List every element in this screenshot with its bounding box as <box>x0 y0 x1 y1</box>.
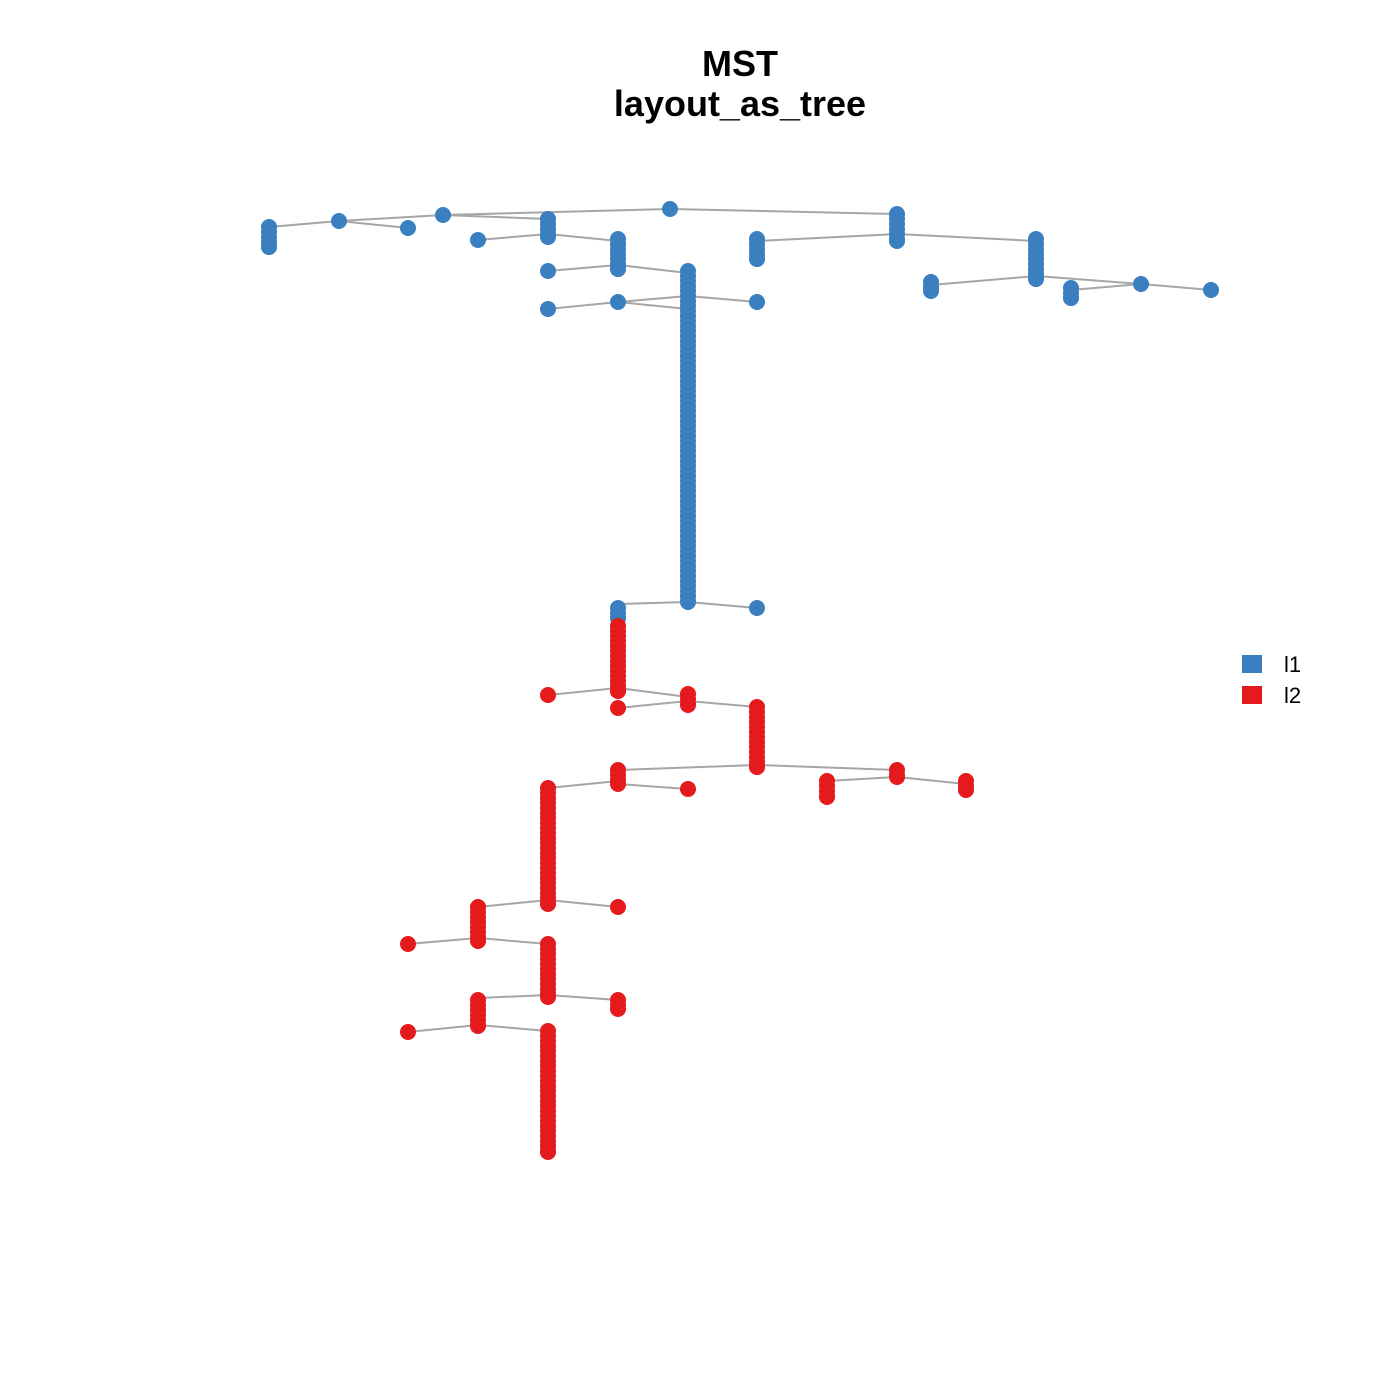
tree-edge <box>477 1024 549 1032</box>
node-l1 <box>400 220 416 236</box>
node-l2 <box>610 700 626 716</box>
node-l2 <box>889 769 905 785</box>
plot-title-line-1: MST <box>702 43 778 84</box>
tree-edge <box>930 275 1037 286</box>
tree-edge <box>617 601 689 605</box>
node-l2 <box>610 1001 626 1017</box>
tree-edge <box>338 220 409 229</box>
node-l1 <box>610 294 626 310</box>
node-l2 <box>540 989 556 1005</box>
node-l2 <box>958 782 974 798</box>
node-l1 <box>610 261 626 277</box>
tree-edge <box>687 295 758 303</box>
tree-edge <box>617 764 758 771</box>
tree-edge <box>617 783 689 790</box>
node-l1 <box>470 232 486 248</box>
tree-edges <box>268 208 1212 1033</box>
node-l1 <box>331 213 347 229</box>
tree-edge <box>687 700 758 708</box>
tree-nodes <box>261 201 1219 1160</box>
tree-edge <box>338 214 444 222</box>
node-l1 <box>540 229 556 245</box>
tree-edge <box>547 233 619 242</box>
node-l2 <box>400 1024 416 1040</box>
tree-edge <box>547 687 619 696</box>
tree-edge <box>547 780 619 789</box>
node-l1 <box>1063 290 1079 306</box>
tree-edge <box>1070 283 1142 291</box>
tree-edge <box>547 301 619 310</box>
tree-edge <box>407 937 479 945</box>
tree-edge <box>477 233 549 241</box>
node-l2 <box>470 933 486 949</box>
tree-edge <box>756 233 898 242</box>
node-l1 <box>923 283 939 299</box>
tree-edge <box>896 776 967 785</box>
node-l1 <box>1028 271 1044 287</box>
legend-swatch-l2 <box>1242 686 1262 704</box>
node-l1 <box>680 594 696 610</box>
tree-edge <box>547 264 619 272</box>
tree-edge <box>547 994 619 1001</box>
tree-edge <box>477 937 549 945</box>
node-l1 <box>1133 276 1149 292</box>
tree-edge <box>477 994 549 999</box>
node-l1 <box>540 301 556 317</box>
node-l2 <box>610 683 626 699</box>
node-l1 <box>540 263 556 279</box>
tree-edge <box>617 301 689 310</box>
tree-edge <box>1140 283 1212 291</box>
node-l1 <box>662 201 678 217</box>
tree-edge <box>442 208 671 216</box>
node-l2 <box>749 759 765 775</box>
tree-edge <box>407 1024 479 1033</box>
tree-edge <box>826 776 898 782</box>
node-l2 <box>819 789 835 805</box>
node-l2 <box>610 899 626 915</box>
node-l1 <box>749 294 765 310</box>
tree-edge <box>1035 275 1142 285</box>
node-l2 <box>610 776 626 792</box>
tree-edge <box>756 764 898 771</box>
node-l2 <box>540 896 556 912</box>
tree-edge <box>268 220 340 228</box>
plot-title-line-2: layout_as_tree <box>614 83 866 124</box>
tree-edge <box>896 233 1037 242</box>
node-l2 <box>540 687 556 703</box>
tree-edge <box>617 295 689 303</box>
tree-edge <box>617 700 689 709</box>
node-l1 <box>749 251 765 267</box>
node-l1 <box>1203 282 1219 298</box>
tree-edge <box>617 687 689 698</box>
tree-edge <box>669 208 898 215</box>
node-l2 <box>680 781 696 797</box>
node-l2 <box>400 936 416 952</box>
node-l1 <box>749 600 765 616</box>
legend: l1 l2 <box>1242 652 1301 708</box>
node-l2 <box>680 697 696 713</box>
tree-edge <box>547 899 619 908</box>
tree-edge <box>477 899 549 908</box>
legend-swatch-l1 <box>1242 655 1262 673</box>
node-l1 <box>261 239 277 255</box>
legend-label-l2: l2 <box>1284 683 1301 708</box>
tree-edge <box>617 264 689 274</box>
node-l1 <box>889 233 905 249</box>
node-l1 <box>435 207 451 223</box>
legend-label-l1: l1 <box>1284 652 1301 677</box>
node-l2 <box>470 1018 486 1034</box>
tree-edge <box>687 601 758 609</box>
node-l2 <box>540 1144 556 1160</box>
tree-edge <box>442 214 549 220</box>
